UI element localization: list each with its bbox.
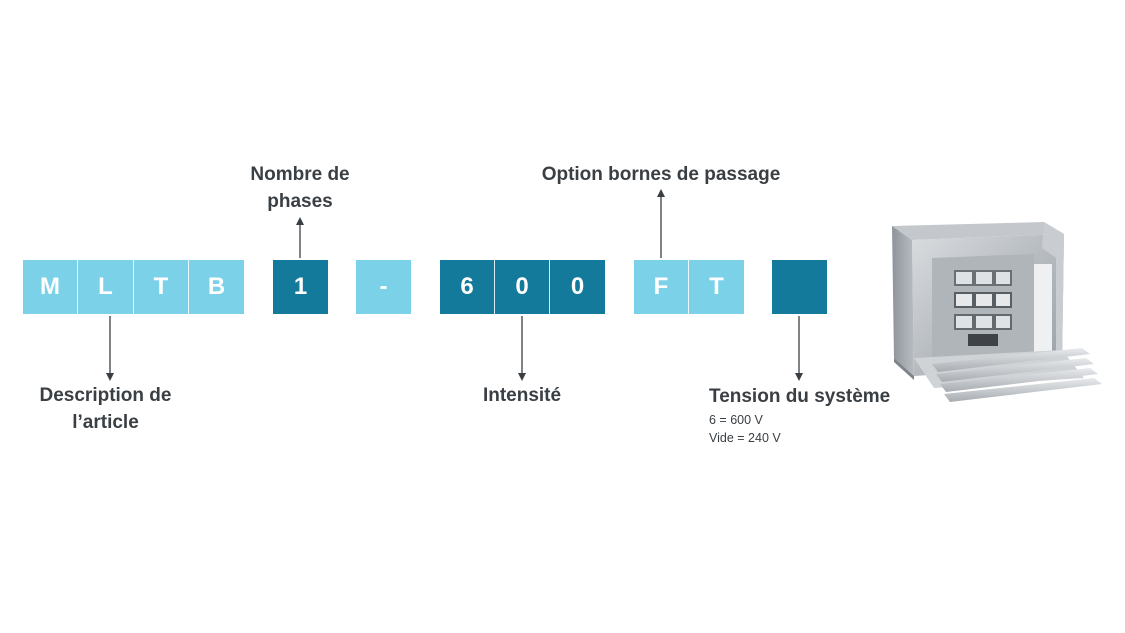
code-char-t2: T bbox=[689, 260, 744, 314]
voltage-note-600: 6 = 600 V bbox=[709, 413, 763, 427]
label-phases-line1: Nombre de bbox=[250, 164, 350, 185]
code-char-b: B bbox=[189, 260, 244, 314]
code-char-phases: 1 bbox=[273, 260, 328, 314]
code-char-0a: 0 bbox=[495, 260, 550, 314]
label-description: Description de l’article bbox=[0, 382, 211, 436]
label-phases: Nombre de phases bbox=[215, 161, 385, 215]
code-char-6: 6 bbox=[440, 260, 495, 314]
code-char-voltage bbox=[772, 260, 827, 314]
code-char-t: T bbox=[134, 260, 189, 314]
code-char-l: L bbox=[78, 260, 134, 314]
label-voltage: Tension du système bbox=[709, 386, 891, 407]
label-description-line2: l’article bbox=[72, 412, 139, 433]
label-description-line1: Description de bbox=[39, 385, 172, 406]
label-feedthrough: Option bornes de passage bbox=[541, 164, 781, 185]
voltage-note-240: Vide = 240 V bbox=[709, 431, 781, 445]
product-image bbox=[892, 222, 1102, 402]
code-char-f: F bbox=[634, 260, 689, 314]
label-phases-line2: phases bbox=[267, 191, 333, 212]
label-intensity: Intensité bbox=[482, 385, 562, 406]
code-char-m: M bbox=[23, 260, 78, 314]
code-char-dash: - bbox=[356, 260, 411, 314]
code-char-0b: 0 bbox=[550, 260, 605, 314]
